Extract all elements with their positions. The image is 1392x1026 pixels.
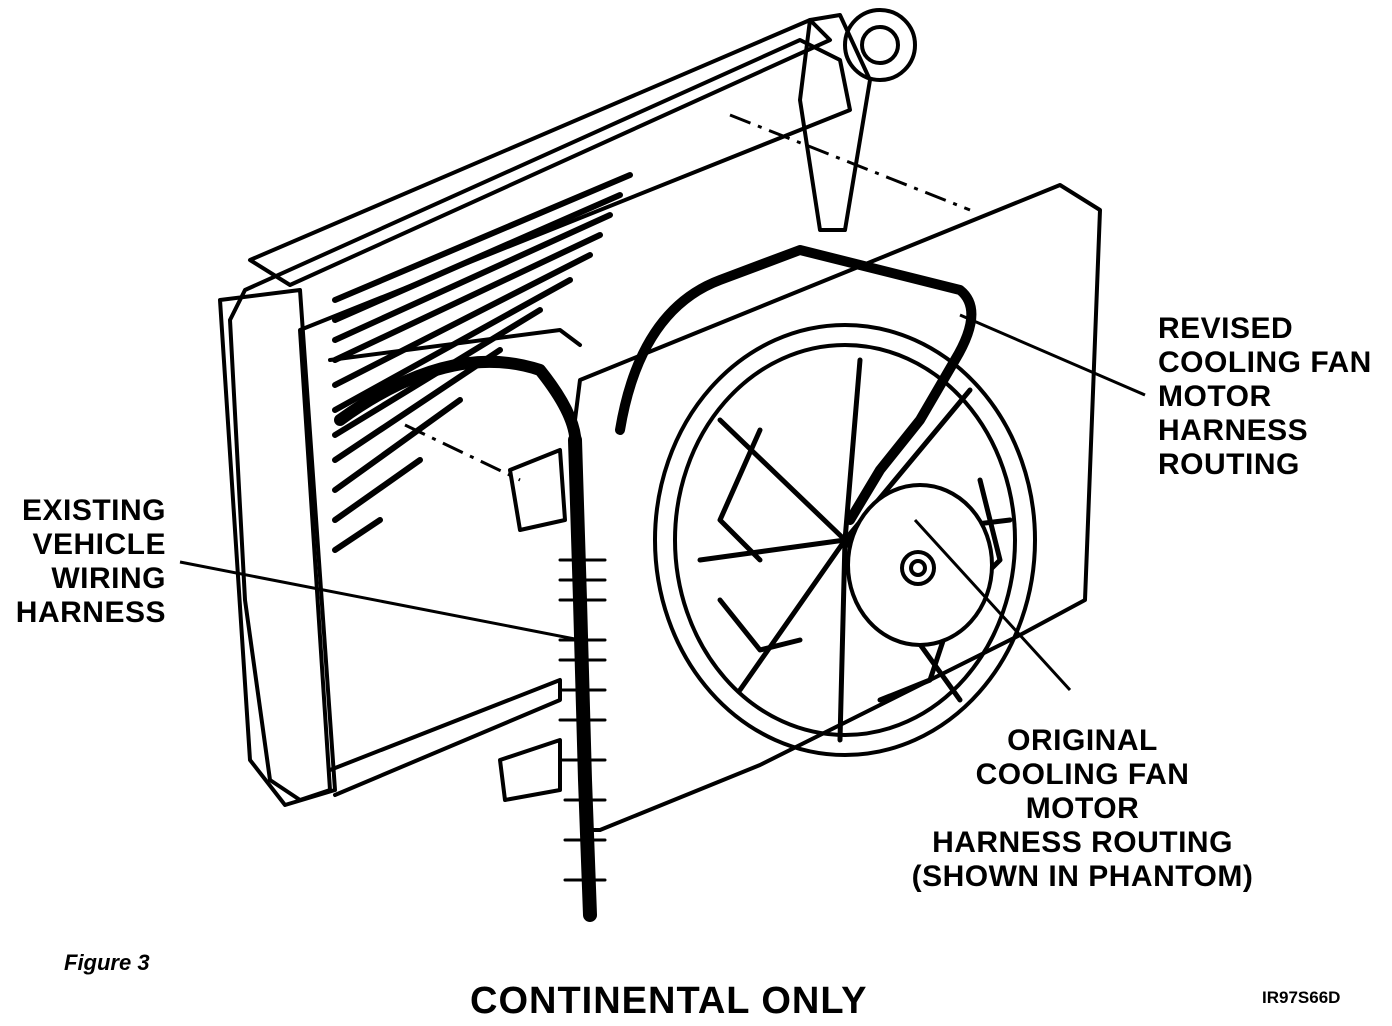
- label-original-line: COOLING FAN: [975, 758, 1190, 791]
- radiator-top-tank: [248, 18, 832, 287]
- radiator-left-tank: [218, 288, 337, 807]
- figure-caption: Figure 3: [64, 950, 150, 975]
- label-existing-line: EXISTING: [21, 494, 166, 527]
- label-revised-line: HARNESS: [1158, 414, 1309, 447]
- label-existing-line: VEHICLE: [32, 528, 166, 561]
- leader-phantom-left: [404, 423, 521, 482]
- leader-original: [913, 518, 1072, 692]
- label-original-line: (SHOWN IN PHANTOM): [911, 860, 1254, 893]
- label-original-line: HARNESS ROUTING: [932, 826, 1233, 859]
- leader-phantom-top: [729, 113, 971, 212]
- label-original-line: ORIGINAL: [1007, 724, 1158, 757]
- label-revised-line: ROUTING: [1158, 448, 1300, 481]
- label-revised-line: COOLING FAN: [1158, 346, 1372, 379]
- leader-existing: [179, 560, 581, 642]
- label-existing-harness: EXISTING VEHICLE WIRING HARNESS: [6, 494, 166, 630]
- label-revised-line: REVISED: [1158, 312, 1294, 345]
- label-original-routing: ORIGINAL COOLING FAN MOTOR HARNESS ROUTI…: [900, 724, 1265, 894]
- page-title: CONTINENTAL ONLY: [470, 980, 868, 1022]
- label-revised-line: MOTOR: [1158, 380, 1272, 413]
- radiator-bottom-rail: [328, 678, 562, 797]
- leader-revised: [959, 313, 1146, 397]
- label-original-line: MOTOR: [1025, 792, 1140, 825]
- label-revised-routing: REVISED COOLING FAN MOTOR HARNESS ROUTIN…: [1158, 312, 1372, 482]
- label-existing-line: HARNESS: [15, 596, 166, 629]
- filler-cap: [843, 8, 917, 82]
- fan-ring: [653, 323, 1037, 757]
- existing-harness: [568, 433, 597, 922]
- revised-harness: [334, 355, 582, 456]
- figure-code: IR97S66D: [1262, 988, 1341, 1007]
- label-existing-line: WIRING: [51, 562, 166, 595]
